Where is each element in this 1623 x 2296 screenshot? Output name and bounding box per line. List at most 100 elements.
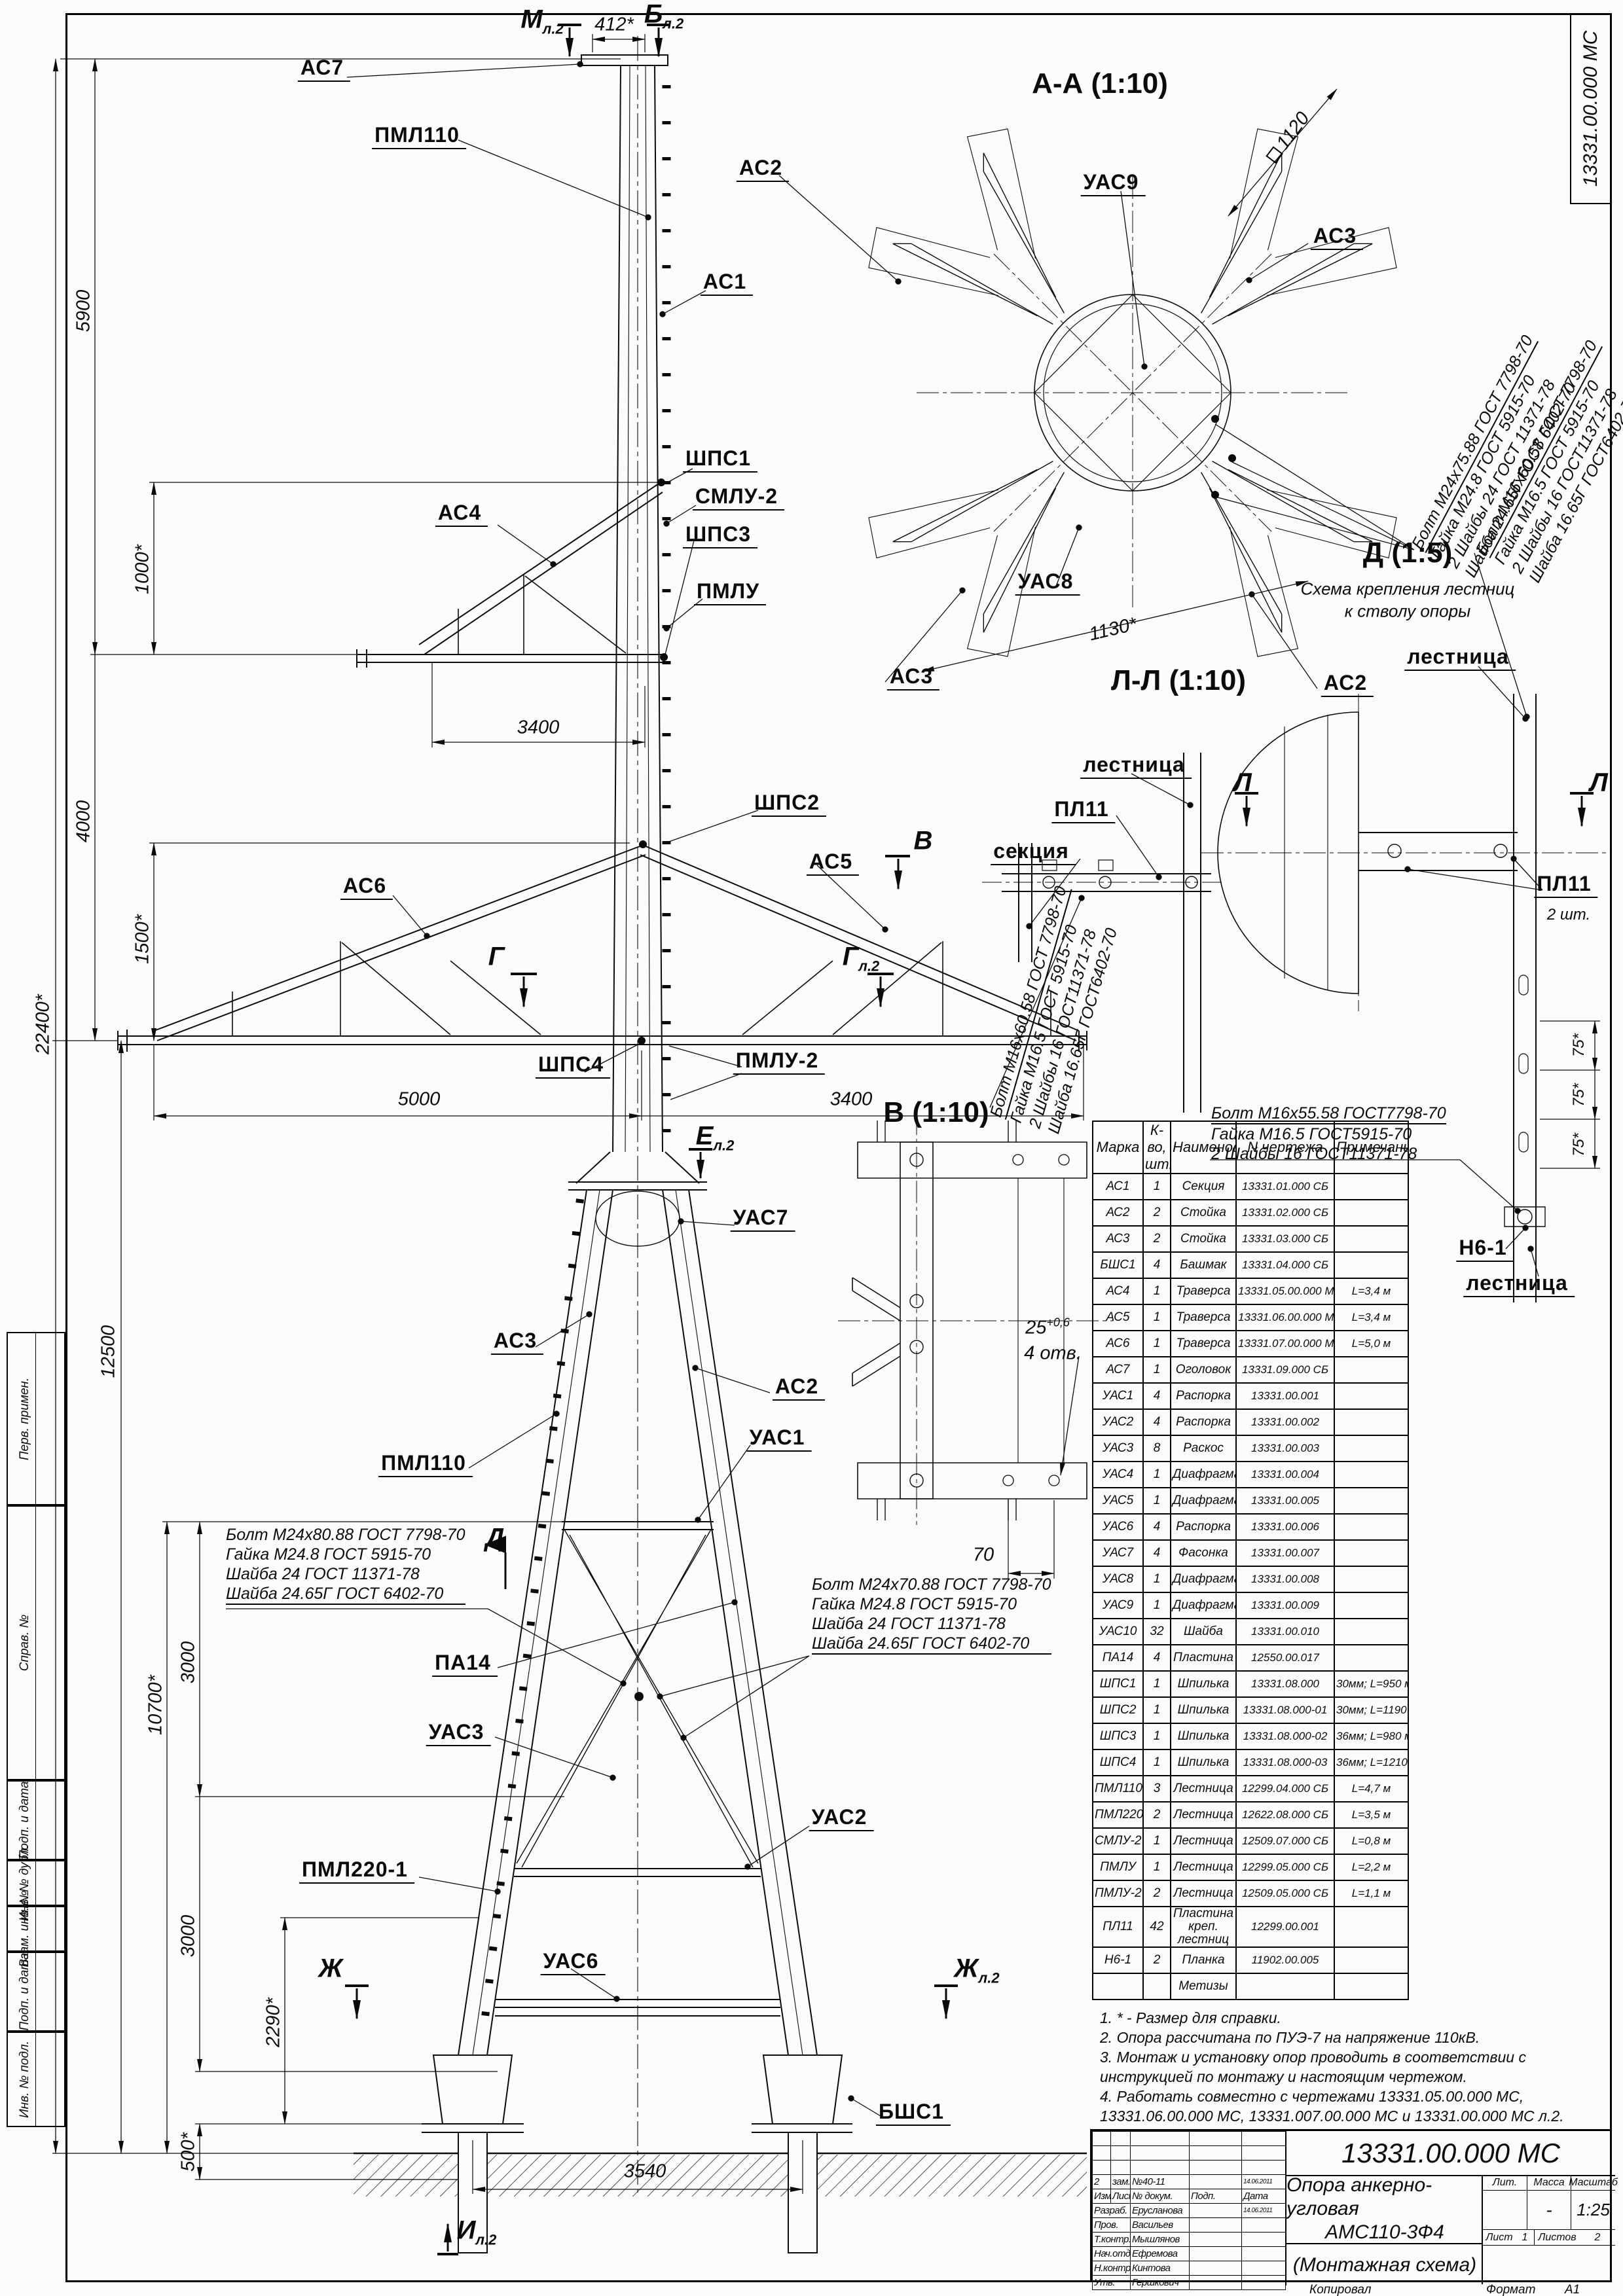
drawing-frame [65, 13, 1612, 2282]
callout-d-pl11: ПЛ11 [1534, 872, 1598, 898]
list-value: 1 [1516, 2230, 1534, 2246]
callout-shps4: ШПС4 [535, 1052, 611, 1079]
view-title-ll: Л-Л (1:10) [1111, 664, 1246, 696]
table-header-row: Марка К-во, шт. Наименование N чертежа П… [1092, 1121, 1409, 1174]
title-block-doc-number: 13331.00.000 МС [1285, 2131, 1615, 2176]
masshtab-label: Масштаб [1569, 2175, 1618, 2191]
dim-3540: 3540 [623, 2161, 666, 2182]
dim-500: 500* [177, 2132, 199, 2172]
sig-row: Н.контр.Кинтова [1092, 2261, 1286, 2276]
view-title-aa: А-А (1:10) [1032, 67, 1168, 99]
view-sub-d1: Схема крепления лестниц [1300, 579, 1515, 599]
sig-row: Т.контр.Мышлянов [1092, 2232, 1286, 2247]
callout-pml110-b: ПМЛ110 [378, 1451, 473, 1477]
callout-ll-pl11: ПЛ11 [1051, 797, 1116, 823]
callout-aa-ac3: АС3 [1310, 224, 1364, 250]
col-drawing: N чертежа [1235, 1121, 1335, 1174]
sidebar-box-inv-podl: Инв. № подл. [7, 2032, 65, 2127]
masshtab-value: 1:25 [1571, 2191, 1615, 2230]
notes-block: 1. * - Размер для справки. 2. Опора расс… [1100, 2008, 1611, 2126]
sidebar-box-podp-data-2: Подп. и дата [7, 1952, 65, 2032]
section-mark-l-left: Л [1233, 768, 1252, 797]
dim-3400-top: 3400 [517, 717, 560, 738]
dim-10700: 10700* [145, 1675, 166, 1735]
dim-1500: 1500* [132, 914, 153, 964]
callout-uac7: УАС7 [730, 1206, 795, 1232]
section-mark-v: В [913, 826, 933, 855]
callout-uac3: УАС3 [426, 1720, 491, 1746]
callout-uac2: УАС2 [809, 1805, 874, 1831]
section-mark-g2: Гл.2 [842, 942, 880, 975]
view-title-d: Д (1:5) [1362, 537, 1453, 569]
callout-pml220: ПМЛ220-1 [299, 1857, 414, 1884]
col-note: Примечание [1334, 1121, 1409, 1174]
title-block-right: Лит. Масса Масштаб - 1:25 Лист 1 Листов … [1482, 2175, 1618, 2284]
section-mark-i2: Ил.2 [456, 2215, 497, 2248]
section-mark-e2: Ел.2 [695, 1121, 735, 1154]
lit-label: Лит. [1483, 2175, 1527, 2191]
list-label: Лист [1483, 2230, 1516, 2246]
dim-22400: 22400* [32, 994, 54, 1054]
sidebar-box-sprav: Справ. № [7, 1505, 65, 1780]
callout-n6-1: Н6-1 [1456, 1236, 1514, 1262]
callout-shps1: ШПС1 [682, 446, 758, 473]
parts-table: Марка К-во, шт. Наименование N чертежа П… [1092, 1121, 1409, 2000]
callout-aa-ac2-b: АС2 [1321, 671, 1374, 697]
sig-row: Утв.Гершкович [1092, 2275, 1286, 2290]
callout-ac1: АС1 [700, 270, 754, 296]
dim-75-a: 75* [1570, 1033, 1588, 1058]
kopiroval-label: Копировал [1309, 2283, 1372, 2296]
callout-uac1: УАС1 [746, 1426, 812, 1452]
note-line-4: 4. Работать совместно с чертежами 13331.… [1100, 2088, 1564, 2125]
section-mark-l-right: Л [1590, 768, 1608, 797]
callout-d-lestnitsa: лестница [1404, 645, 1516, 671]
listov-value: 2 [1580, 2230, 1615, 2246]
dim-5000: 5000 [397, 1088, 441, 1110]
dim-2290: 2290* [263, 1998, 284, 2047]
section-mark-b: Бл.2 [644, 0, 684, 32]
massa-value: - [1527, 2191, 1571, 2230]
sidebar-box-perv-primen: Перв. примен. [7, 1332, 65, 1505]
callout-ac2-leg: АС2 [772, 1374, 826, 1401]
dim-1000: 1000* [132, 545, 153, 594]
callout-smlu2: СМЛУ-2 [692, 484, 785, 511]
col-qty: К-во, шт. [1142, 1121, 1171, 1174]
sidebar-box-vzam-inv: Взам. инв. № [7, 1890, 65, 1967]
callout-ac3-leg: АС3 [490, 1329, 544, 1355]
title-block-title: Опора анкерно-угловая АМС110-3Ф4 [1285, 2174, 1483, 2243]
callout-aa-ac3-b: АС3 [886, 664, 940, 691]
col-name: Наименование [1170, 1121, 1237, 1174]
corner-stamp: 13331.00.000 МС [1570, 13, 1612, 204]
format-value: А1 [1565, 2283, 1580, 2296]
section-mark-zh2: Жл.2 [954, 1954, 1000, 1986]
lit-value [1483, 2191, 1527, 2230]
callout-aa-uac8: УАС8 [1015, 569, 1080, 596]
callout-d-pl11-qty: 2 шт. [1546, 906, 1591, 924]
dim-75-b: 75* [1570, 1083, 1588, 1107]
callout-aa-uac9: УАС9 [1080, 170, 1146, 196]
dim-12500: 12500 [98, 1325, 119, 1378]
callout-aa-ac2: АС2 [736, 156, 790, 182]
format-label: Формат [1486, 2283, 1536, 2296]
callout-uac6: УАС6 [540, 1949, 606, 1975]
callout-ac5: АС5 [806, 850, 860, 876]
note-line-3: 3. Монтаж и установку опор проводить в с… [1100, 2049, 1526, 2085]
